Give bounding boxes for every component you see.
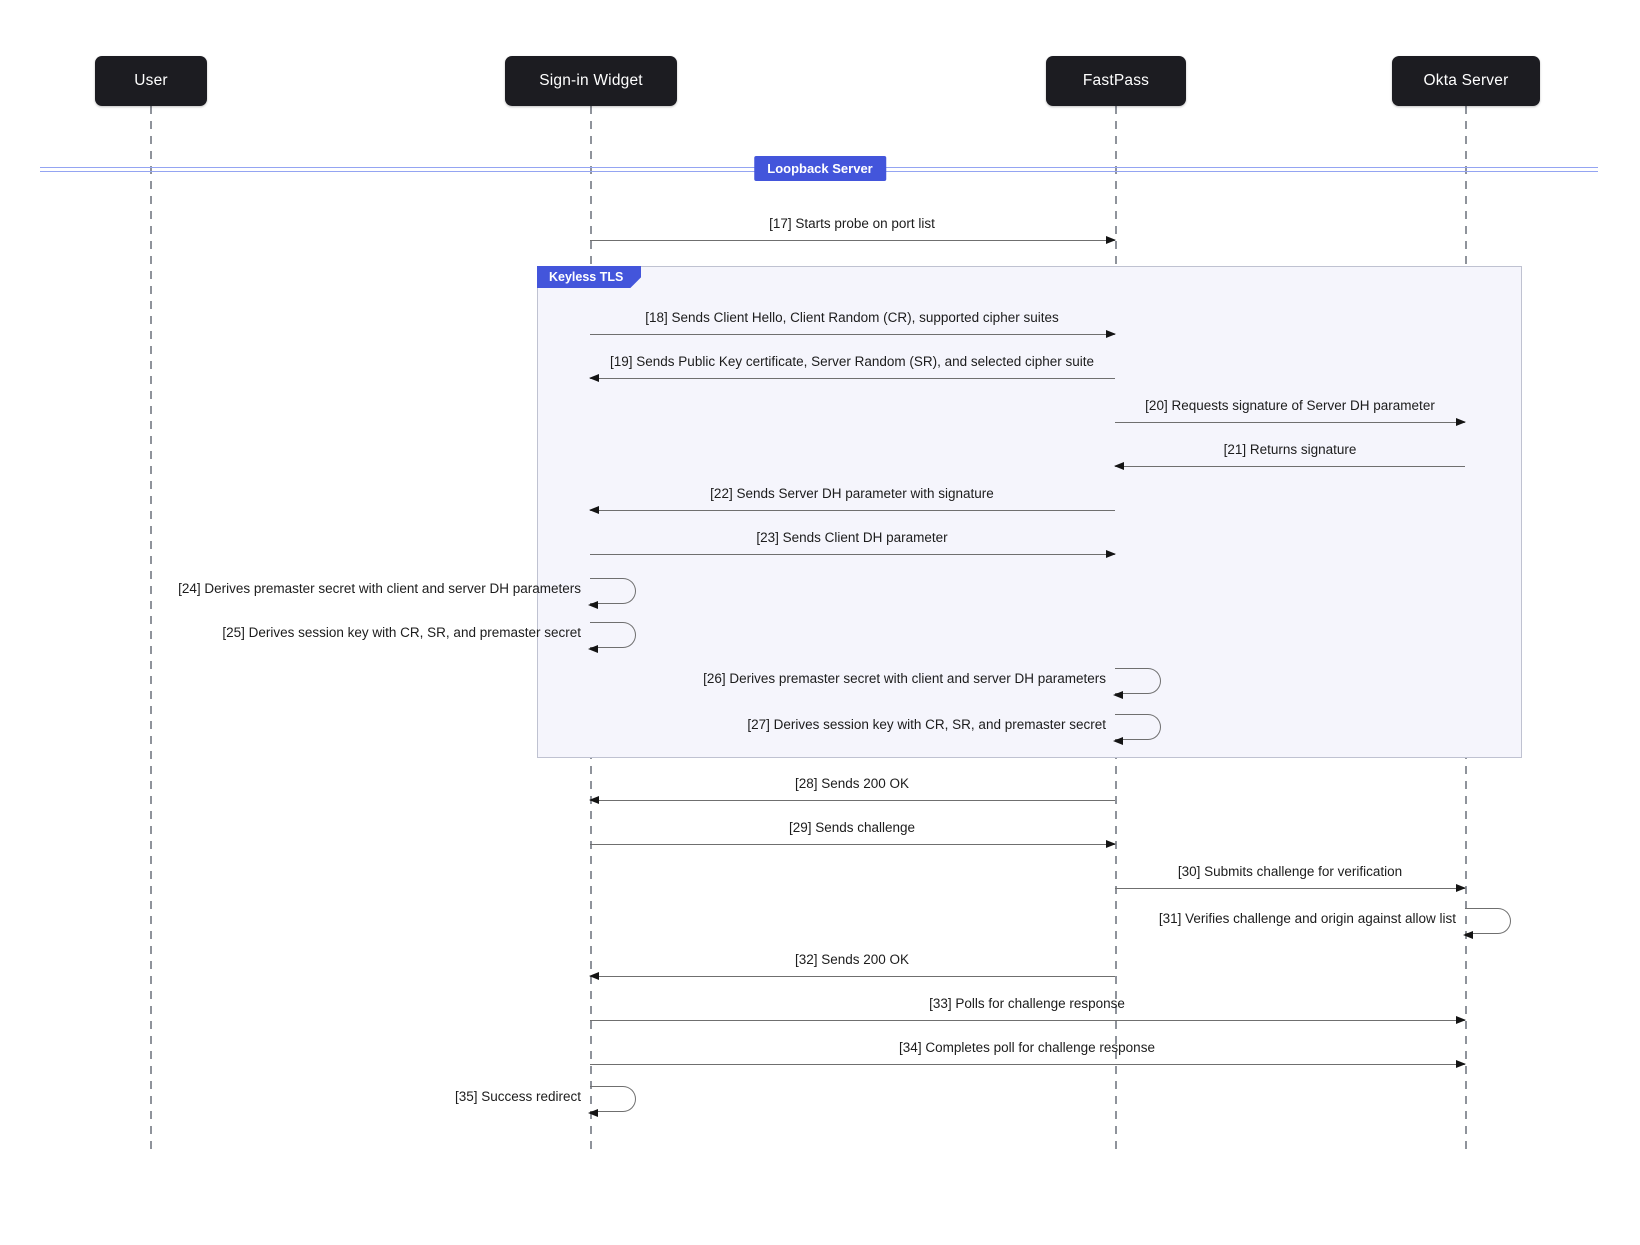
lifeline-user (150, 106, 152, 1152)
fragment-label-keyless-tls: Keyless TLS (537, 266, 641, 288)
message-27-label: [27] Derives session key with CR, SR, an… (747, 717, 1106, 732)
message-32-label: [32] Sends 200 OK (794, 952, 910, 967)
message-24-label: [24] Derives premaster secret with clien… (178, 581, 581, 596)
message-31-self-loop (1463, 908, 1511, 939)
message-31-label: [31] Verifies challenge and origin again… (1158, 911, 1456, 926)
message-30-arrow (1115, 883, 1466, 892)
actor-sign-in-widget: Sign-in Widget (505, 56, 677, 106)
message-20-label: [20] Requests signature of Server DH par… (1145, 398, 1435, 413)
message-29-label: [29] Sends challenge (788, 820, 916, 835)
message-33-arrow (590, 1015, 1466, 1024)
message-23-arrow (590, 549, 1116, 558)
message-22-label: [22] Sends Server DH parameter with sign… (710, 486, 994, 501)
message-19-label: [19] Sends Public Key certificate, Serve… (610, 354, 1094, 369)
message-35-self-loop (588, 1086, 636, 1117)
fragment-box-keyless-tls (537, 266, 1522, 758)
divider-label-loopback-server: Loopback Server (754, 156, 886, 181)
message-20-arrow (1115, 417, 1466, 426)
message-26-self-loop (1113, 668, 1161, 699)
actor-user: User (95, 56, 207, 106)
message-25-self-loop (588, 622, 636, 653)
message-17-label: [17] Starts probe on port list (769, 216, 935, 231)
message-28-label: [28] Sends 200 OK (794, 776, 910, 791)
actor-fastpass: FastPass (1046, 56, 1186, 106)
message-21-arrow (1114, 461, 1465, 470)
message-35-label: [35] Success redirect (454, 1089, 581, 1104)
message-18-label: [18] Sends Client Hello, Client Random (… (645, 310, 1059, 325)
message-19-arrow (589, 373, 1115, 382)
message-18-arrow (590, 329, 1116, 338)
message-32-arrow (589, 971, 1115, 980)
actor-okta-server: Okta Server (1392, 56, 1540, 106)
message-28-arrow (589, 795, 1115, 804)
message-30-label: [30] Submits challenge for verification (1177, 864, 1403, 879)
message-24-self-loop (588, 578, 636, 609)
message-34-label: [34] Completes poll for challenge respon… (899, 1040, 1155, 1055)
message-26-label: [26] Derives premaster secret with clien… (703, 671, 1106, 686)
message-29-arrow (590, 839, 1116, 848)
message-17-arrow (590, 235, 1116, 244)
message-33-label: [33] Polls for challenge response (929, 996, 1125, 1011)
message-25-label: [25] Derives session key with CR, SR, an… (222, 625, 581, 640)
message-23-label: [23] Sends Client DH parameter (756, 530, 948, 545)
message-27-self-loop (1113, 714, 1161, 745)
message-22-arrow (589, 505, 1115, 514)
message-34-arrow (590, 1059, 1466, 1068)
message-21-label: [21] Returns signature (1223, 442, 1357, 457)
